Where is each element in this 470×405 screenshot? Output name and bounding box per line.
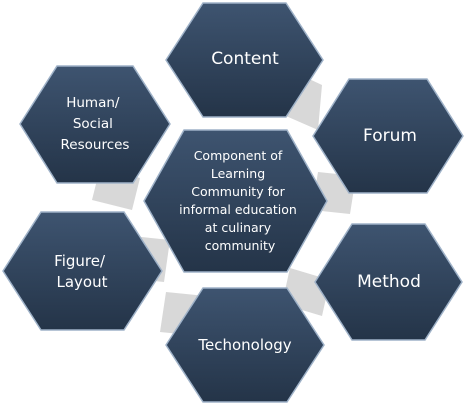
technology-label: Techonology	[197, 336, 291, 354]
svg-text:Method: Method	[357, 272, 421, 292]
center-label-line-1: Component of	[194, 148, 283, 163]
forum-label: Forum	[363, 126, 417, 146]
human-social-label-line-1: Human/	[66, 95, 120, 111]
figure-layout-label-line-2: Layout	[57, 273, 108, 291]
hex-method: Method	[314, 223, 463, 341]
hex-technology: Techonology	[165, 287, 325, 403]
hex-figure-layout: Figure/ Layout	[2, 211, 163, 331]
svg-text:Content: Content	[211, 49, 279, 69]
hex-center-component: Component of Learning Community for info…	[143, 129, 328, 273]
figure-layout-label-line-1: Figure/	[54, 252, 106, 270]
center-label-line-2: Learning	[211, 166, 265, 181]
center-label-line-5: at culinary	[205, 220, 272, 235]
human-social-label-line-2: Social	[73, 116, 113, 132]
svg-text:Figure/ Layout: Figure/ Layout	[54, 252, 110, 291]
svg-text:Component of Learning: Component of Learning Community for info…	[179, 148, 301, 253]
center-label-line-4: informal education	[179, 202, 297, 217]
svg-text:Human/ Social Reso: Human/ Social Resources	[61, 95, 130, 153]
method-label: Method	[357, 272, 421, 292]
hex-human-social-resources: Human/ Social Resources	[19, 65, 171, 184]
center-label-line-3: Community for	[191, 184, 285, 199]
hex-content: Content	[165, 2, 324, 118]
content-label: Content	[211, 49, 279, 69]
hex-forum: Forum	[312, 78, 464, 194]
center-label-line-6: community	[205, 238, 276, 253]
svg-text:Techonology: Techonology	[197, 336, 291, 354]
human-social-label-line-3: Resources	[61, 137, 130, 153]
svg-text:Forum: Forum	[363, 126, 417, 146]
